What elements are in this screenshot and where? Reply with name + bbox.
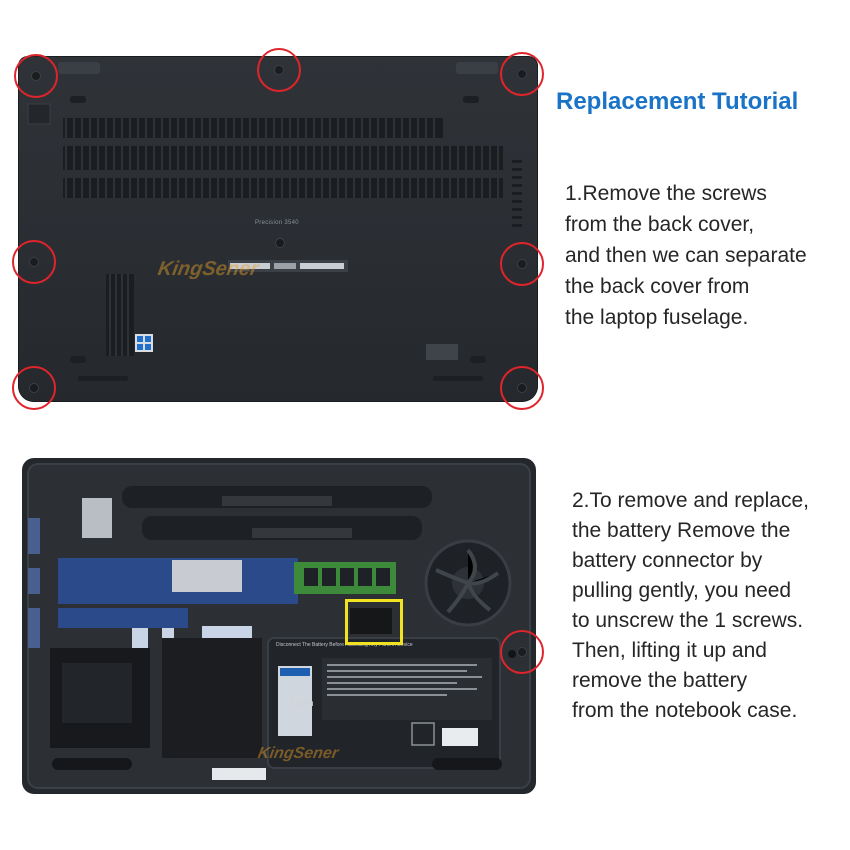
step-2-text: 2.To remove and replace, the battery Rem…	[572, 486, 809, 726]
screw-circle-middle-left	[12, 240, 56, 284]
step-2-line: remove the battery	[572, 669, 748, 692]
model-label: Precision 3540	[255, 220, 299, 226]
step-2-line: pulling gently, you need	[572, 579, 792, 602]
screw-circle-center	[263, 226, 297, 260]
back-cover-illustration	[27, 62, 522, 381]
laptop-back-cover-photo: Precision 3540	[18, 56, 538, 402]
screw-circle-top-right	[500, 52, 544, 96]
step-2-line: Then, lifting it up and	[572, 639, 767, 662]
screw-circle-top-left	[14, 54, 58, 98]
step-2-line: battery connector by	[572, 549, 763, 572]
step-1-line: and then we can separate	[565, 244, 807, 267]
internals-illustration	[27, 463, 531, 789]
step-1-line: the back cover from	[565, 275, 750, 298]
step-2-line: the battery Remove the	[572, 519, 791, 542]
step-1-line: 1.Remove the screws	[565, 182, 767, 205]
screw-circle-bottom-right	[500, 366, 544, 410]
laptop-internals-photo: Disconnect The Battery Before Accessing …	[22, 458, 536, 794]
step-1-line: from the back cover,	[565, 213, 755, 236]
step-2-line: to unscrew the 1 screws.	[572, 609, 804, 632]
page-title: Replacement Tutorial	[556, 88, 799, 115]
step-2-line: 2.To remove and replace,	[572, 489, 809, 512]
watermark-top: KingSener	[156, 258, 261, 280]
battery-warning-label: Disconnect The Battery Before Accessing …	[276, 642, 413, 648]
battery-capacity-label: 51Wh	[290, 698, 314, 708]
step-1-text: 1.Remove the screws from the back cover,…	[565, 178, 807, 333]
battery-screw-circle	[500, 630, 544, 674]
step-1-line: the laptop fuselage.	[565, 306, 749, 329]
screw-circle-bottom-left	[12, 366, 56, 410]
screw-circle-middle-right	[500, 242, 544, 286]
step-2-line: from the notebook case.	[572, 699, 798, 722]
watermark-bottom: KingSener	[256, 745, 340, 762]
screw-circle-top-center	[257, 48, 301, 92]
battery-connector-highlight	[345, 599, 403, 645]
